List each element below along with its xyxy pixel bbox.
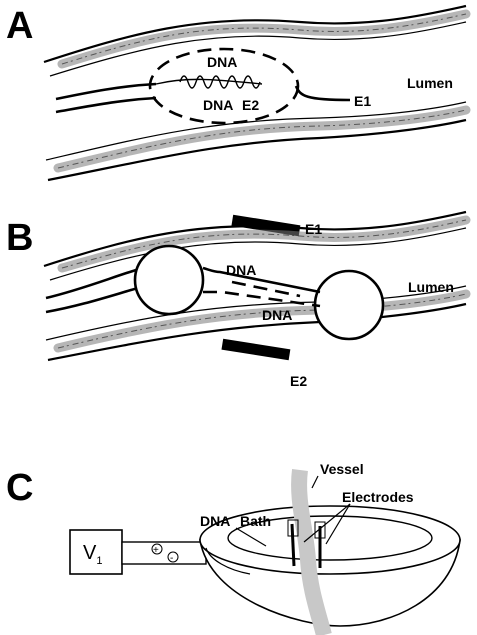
electrodes-label: Electrodes xyxy=(342,489,414,505)
panel-b-catheter-lower xyxy=(45,286,139,314)
panel-a-e1-label: E1 xyxy=(354,93,371,109)
panel-b-lumen-label: Lumen xyxy=(408,279,454,295)
panel-b-electrode-plate-bottom xyxy=(221,338,291,361)
plus-sign: + xyxy=(153,545,159,556)
panel-a-balloon xyxy=(148,47,300,125)
panel-a-dna-bottom-label: DNA xyxy=(203,97,233,113)
panel-a-letter: A xyxy=(6,5,33,47)
dish-lip xyxy=(205,547,251,575)
electrodes-arrow-right xyxy=(325,503,351,545)
panel-a-catheter-upper xyxy=(55,82,157,101)
panel-a-catheter-lower xyxy=(55,96,157,114)
vessel-arrow xyxy=(311,475,319,489)
minus-sign: - xyxy=(170,553,173,564)
electrode-left xyxy=(290,523,296,567)
panel-b-balloon-right xyxy=(313,269,385,341)
dna-arrow xyxy=(235,527,267,547)
panel-b-tube-mid xyxy=(231,280,301,298)
panel-c: C V1 + - Vessel Electrodes DNA Bath xyxy=(6,461,461,635)
panel-b-dna-bottom-label: DNA xyxy=(262,307,292,323)
voltage-symbol: V1 xyxy=(83,542,102,567)
panel-b-letter: B xyxy=(6,217,33,259)
lead-cable xyxy=(121,541,207,565)
voltage-source-box xyxy=(69,529,123,575)
electrode-right-holder xyxy=(314,521,326,539)
electrodes-arrow-left xyxy=(303,503,351,543)
panel-b: B E1 DNA DNA Lumen E2 xyxy=(6,210,471,389)
bath-label: Bath xyxy=(240,513,271,529)
panel-a-inner-lumen xyxy=(155,78,263,85)
electrode-left-holder xyxy=(287,519,299,537)
vessel-label: Vessel xyxy=(320,461,364,477)
panel-b-catheter-upper xyxy=(45,268,137,300)
panel-b-tube-upper xyxy=(202,266,321,294)
panel-b-upper-wall xyxy=(43,210,471,281)
panel-a-dna-top-label: DNA xyxy=(207,54,237,70)
panel-a-electrode-wire xyxy=(294,85,351,102)
plus-terminal xyxy=(151,543,163,555)
vessel-strip xyxy=(291,468,332,635)
panel-b-balloon-left xyxy=(133,244,205,316)
panel-a-upper-wall xyxy=(43,4,471,77)
panel-b-dna-top-label: DNA xyxy=(226,262,256,278)
minus-terminal xyxy=(167,551,179,563)
panel-a: A DNA DNA E2 E1 Lumen xyxy=(6,4,471,182)
panel-b-e2-label: E2 xyxy=(290,373,307,389)
panel-a-coil-electrode xyxy=(179,75,261,89)
panel-a-lumen-label: Lumen xyxy=(407,75,453,91)
panel-b-tube-lower xyxy=(203,290,321,308)
dna-label: DNA xyxy=(200,513,230,529)
panel-a-lower-wall xyxy=(45,101,471,182)
panel-c-letter: C xyxy=(6,467,33,509)
panel-b-e1-label: E1 xyxy=(305,221,322,237)
panel-a-e2-label: E2 xyxy=(242,97,259,113)
